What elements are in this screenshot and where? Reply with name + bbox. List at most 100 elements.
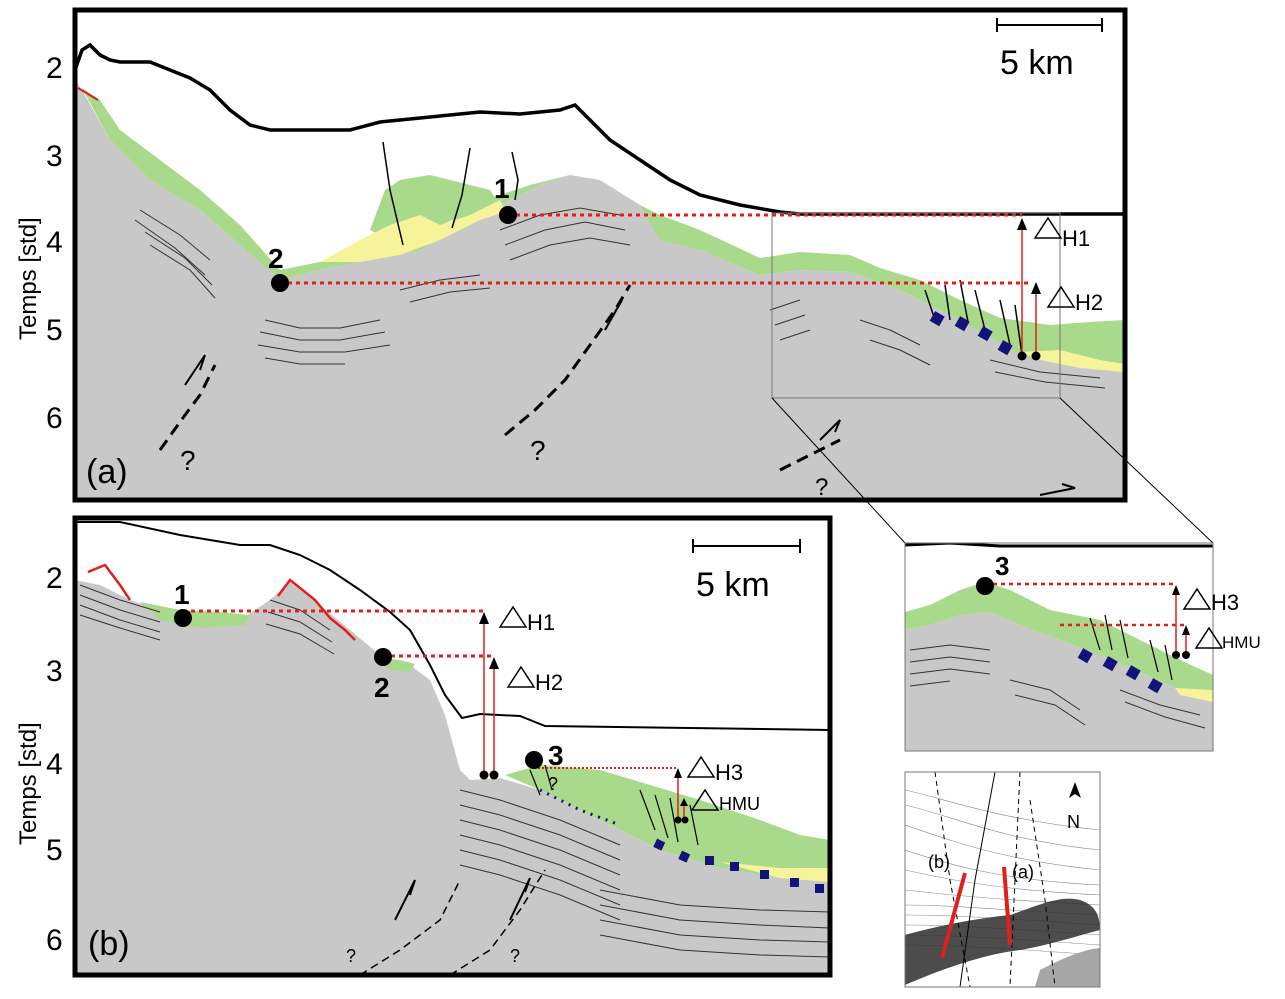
shear-arrows-b <box>394 877 531 921</box>
delta-hmu-b: HMU <box>690 788 760 814</box>
point-2-label-a: 2 <box>268 243 284 274</box>
delta-h-arrows-a <box>1021 225 1037 356</box>
delta-h1-label-b: H1 <box>527 610 555 635</box>
yellow-unit-inset <box>1175 688 1213 702</box>
y-tick-b: 2 <box>46 562 63 595</box>
faults-a <box>382 141 1023 356</box>
scale-label-b: 5 km <box>696 566 770 604</box>
shear-arrows-a <box>184 299 1076 496</box>
red-datum-b <box>87 563 356 641</box>
point-1-b <box>174 609 192 627</box>
scale-bar-b <box>692 539 801 553</box>
dot-b <box>489 770 499 780</box>
arrow-heads-b <box>479 612 688 806</box>
y-axis-title-b: Temps [std] <box>15 722 42 845</box>
point-1-a <box>499 206 517 224</box>
mu-markers-inset <box>1077 648 1163 694</box>
y-tick-a: 4 <box>46 226 63 259</box>
question-mark-a: ? <box>530 435 546 466</box>
dot-b <box>479 770 489 780</box>
y-tick-a: 6 <box>46 402 63 435</box>
basement-b <box>75 580 830 975</box>
y-tick-b: 3 <box>46 655 63 688</box>
dot-b <box>674 816 682 824</box>
y-tick-a: 2 <box>46 52 63 85</box>
basement-a <box>75 80 1125 500</box>
zoom-box-a <box>771 212 1061 399</box>
delta-h2-a: H2 <box>1046 285 1103 315</box>
profile-b-label: (b) <box>928 852 950 872</box>
seafloor-a <box>75 42 1125 216</box>
panel-a: 5 km (a) 1 2 H1 H2 ? ? ? 2 3 4 5 6 Temps… <box>15 7 1128 503</box>
arrow-heads-inset <box>1172 585 1190 635</box>
faults-b <box>529 764 699 846</box>
delta-h2-label: H2 <box>1075 290 1103 315</box>
question-mark-a: ? <box>180 445 196 476</box>
inset-frame <box>904 542 1214 752</box>
delta-icon <box>1033 216 1063 239</box>
deep-faults-b <box>359 869 546 975</box>
dot-b <box>681 816 689 824</box>
dot-a <box>1017 351 1027 361</box>
land-area <box>1035 948 1100 987</box>
delta-h3-label-inset: H3 <box>1211 590 1239 615</box>
delta-icon <box>686 755 716 778</box>
profile-b-line <box>940 872 967 959</box>
reflectors-b <box>79 584 830 958</box>
point-2-a <box>271 274 289 292</box>
delta-h3-inset: H3 <box>1182 587 1239 615</box>
dark-slope-band <box>905 898 1100 985</box>
map-faults <box>934 772 1056 987</box>
y-tick-b: 5 <box>46 834 63 867</box>
delta-h2-label-b: H2 <box>535 670 563 695</box>
delta-icon <box>1182 587 1212 610</box>
red-datum-a <box>77 87 99 101</box>
mu-dashline-b <box>539 788 621 827</box>
question-mark-b: ? <box>346 946 356 966</box>
y-tick-a: 3 <box>46 140 63 173</box>
arrow-heads-a <box>1017 218 1041 294</box>
delta-h1-label: H1 <box>1062 226 1090 251</box>
y-axis-title-a: Temps [std] <box>15 217 42 340</box>
delta-icon <box>690 788 720 811</box>
mu-markers-b <box>653 838 824 893</box>
yellow-unit-a-right <box>1020 350 1125 372</box>
green-unit-b <box>140 602 250 628</box>
faults-inset <box>1089 614 1173 681</box>
mu-markers-a <box>929 311 1013 356</box>
panel-b: 5 km (b) 1 2 3 H1 H2 H3 HMU ? ? ? 2 3 4 … <box>15 515 833 978</box>
delta-h1-b: H1 <box>498 605 555 635</box>
delta-h1-a: H1 <box>1033 216 1090 251</box>
panel-b-label: (b) <box>88 925 130 963</box>
y-tick-b: 6 <box>46 924 63 957</box>
question-mark-a: ? <box>815 474 828 501</box>
seafloor-inset <box>905 543 1213 548</box>
y-tick-a: 5 <box>46 314 63 347</box>
profile-a-label: (a) <box>1012 862 1034 882</box>
scale-bar-a <box>996 18 1103 32</box>
question-mark-b: ? <box>510 946 520 966</box>
panel-a-label: (a) <box>86 453 128 491</box>
zoom-connectors <box>771 397 1214 544</box>
question-mark-b: ? <box>548 774 558 794</box>
delta-hmu-inset: HMU <box>1194 626 1261 652</box>
green-unit-b-3 <box>505 765 830 882</box>
delta-h3-label-b: H3 <box>715 760 743 785</box>
delta-icon <box>1046 285 1076 308</box>
point-3-label-b: 3 <box>548 740 564 771</box>
basement-inset <box>905 612 1213 751</box>
dot-a <box>1031 351 1041 361</box>
delta-icon <box>498 605 528 628</box>
yellow-unit-a <box>320 200 505 262</box>
panel-a-frame <box>72 7 1128 503</box>
delta-hmu-label-inset: HMU <box>1222 633 1261 652</box>
green-unit-inset <box>905 582 1213 700</box>
point-2-label-b: 2 <box>374 672 390 703</box>
point-1-label-a: 1 <box>494 173 510 204</box>
yellow-unit-b <box>720 862 830 882</box>
y-tick-b: 4 <box>46 748 63 781</box>
location-map: N (b) (a) <box>904 771 1101 988</box>
reflectors-inset <box>909 644 1206 729</box>
map-frame <box>904 771 1101 988</box>
